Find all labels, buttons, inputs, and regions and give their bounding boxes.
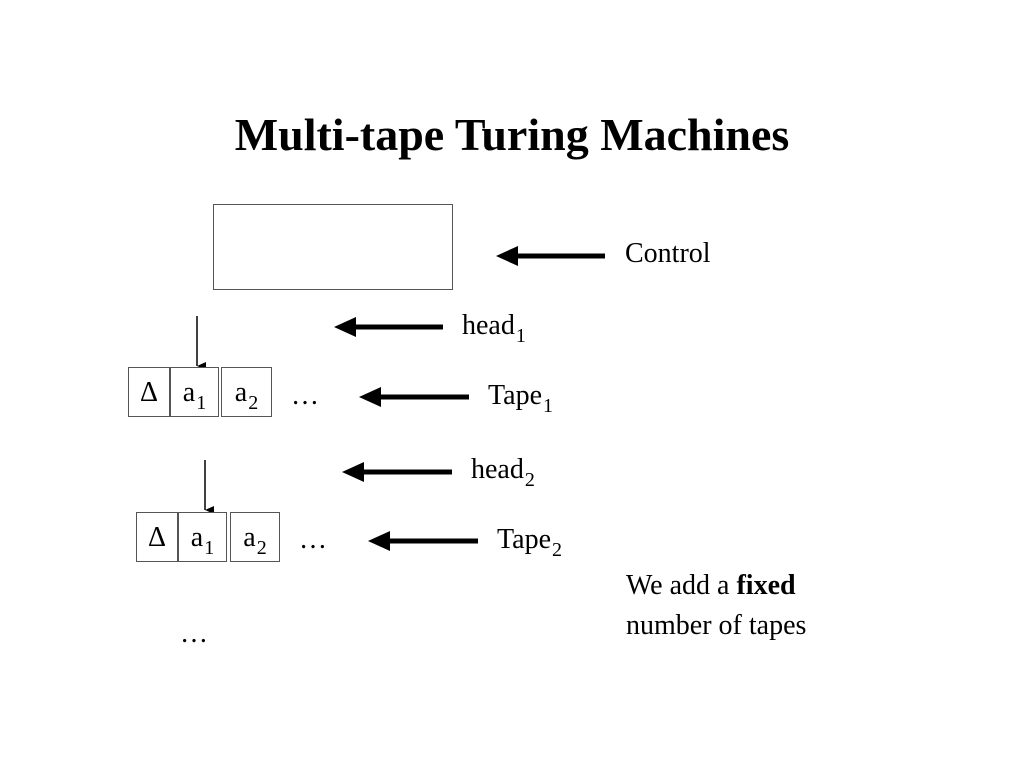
tape1-subscript: 1 <box>543 395 554 417</box>
head1-subscript: 1 <box>515 325 526 347</box>
head1-label: head1 <box>462 310 526 352</box>
tape2-cell-a2: a2 <box>230 512 280 562</box>
control-box <box>213 204 453 290</box>
head1-arrow <box>334 317 443 337</box>
cell-subscript: 2 <box>256 537 267 559</box>
tape2-cell-a1: a1 <box>178 512 227 562</box>
tape1-arrow <box>359 387 469 407</box>
cell-symbol: Δ <box>147 522 166 553</box>
note-text: We add a fixed number of tapes <box>626 566 806 646</box>
tape1-continuation: … <box>291 380 319 411</box>
tape1-text: Tape <box>488 380 543 411</box>
cell-symbol: a <box>182 377 196 408</box>
cell-subscript: 2 <box>248 392 259 414</box>
tape2-text: Tape <box>497 524 552 555</box>
tape2-cell-blank: Δ <box>136 512 178 562</box>
tape1-cell-blank: Δ <box>128 367 170 417</box>
tape2-subscript: 2 <box>552 539 563 561</box>
head2-text: head <box>471 454 524 485</box>
head2-label: head2 <box>471 454 535 496</box>
note-part1: We add a <box>626 570 737 601</box>
head1-text: head <box>462 310 515 341</box>
cell-subscript: 1 <box>196 392 207 414</box>
more-tapes-ellipsis: … <box>180 618 208 649</box>
tape2-arrow <box>368 531 478 551</box>
cell-symbol: a <box>234 377 248 408</box>
tape1-cell-a1: a1 <box>170 367 219 417</box>
head2-subscript: 2 <box>524 469 535 491</box>
note-line-1: We add a fixed <box>626 566 806 606</box>
tape2-label: Tape2 <box>497 524 562 566</box>
tape2-continuation: … <box>299 524 327 555</box>
tape1-label: Tape1 <box>488 380 553 422</box>
tape1-cell-a2: a2 <box>221 367 272 417</box>
control-arrow <box>496 246 605 266</box>
cell-symbol: Δ <box>139 377 158 408</box>
slide-title: Multi-tape Turing Machines <box>234 109 790 160</box>
cell-symbol: a <box>243 522 256 553</box>
control-label: Control <box>625 238 711 269</box>
note-bold: fixed <box>736 570 796 601</box>
cell-symbol: a <box>190 522 204 553</box>
note-line-2: number of tapes <box>626 610 807 641</box>
head2-arrow <box>342 462 452 482</box>
cell-subscript: 1 <box>204 537 215 559</box>
